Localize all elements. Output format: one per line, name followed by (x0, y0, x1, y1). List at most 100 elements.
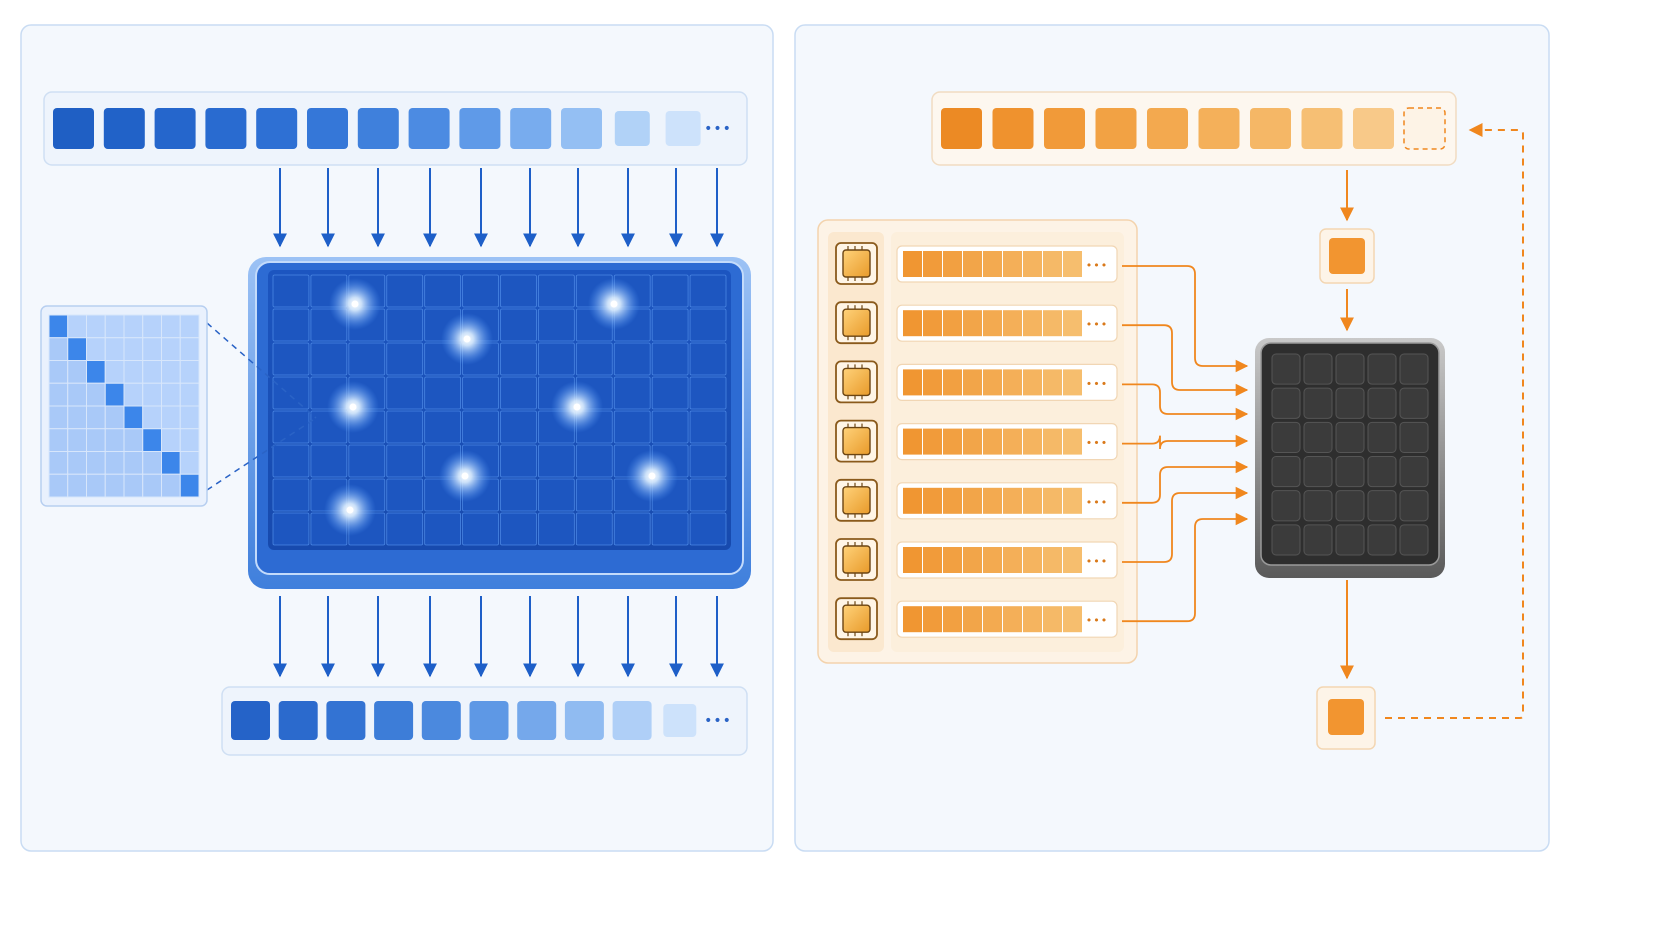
pending-token (1403, 107, 1446, 150)
attention-cell (689, 274, 727, 308)
attention-cell (386, 376, 424, 410)
mask-cell (104, 451, 125, 475)
worker-cell (903, 487, 922, 514)
worker-cell (1043, 251, 1062, 277)
worker-cell (1063, 606, 1082, 633)
worker-cell (1023, 428, 1042, 455)
sequence-token (1250, 108, 1291, 149)
mask-cell (142, 360, 162, 384)
processor-cell (1335, 353, 1365, 385)
worker-cell (1003, 606, 1022, 633)
processor-cell (1399, 490, 1429, 522)
parallel-output-arrows (273, 596, 724, 678)
mask-cell (142, 428, 162, 452)
mask-cell (161, 382, 181, 407)
mask-cell (67, 428, 87, 452)
worker-cell (983, 547, 1002, 573)
processor-cell (1271, 421, 1301, 454)
mask-cell (161, 451, 181, 475)
attention-cell (272, 376, 310, 410)
processor-block (1255, 338, 1445, 578)
attention-cell (500, 512, 537, 546)
output-token (231, 701, 270, 740)
input-token (256, 108, 298, 149)
attention-cell (613, 342, 651, 376)
attention-cell (689, 308, 727, 342)
worker-cell (1003, 310, 1022, 337)
attention-cell (500, 308, 537, 342)
attention-cell (272, 512, 310, 546)
attention-cell (651, 274, 689, 308)
worker-cell (1023, 547, 1042, 573)
worker-cell (903, 606, 922, 633)
mask-cell (161, 360, 181, 384)
attention-cell (386, 308, 424, 342)
mask-cell (179, 382, 200, 407)
processor-cell (1367, 456, 1397, 488)
processor-cell (1271, 456, 1301, 488)
worker-cell (963, 547, 982, 573)
feedback-loop-arrow (1385, 123, 1524, 719)
attention-cell (538, 478, 575, 512)
mask-cell (142, 314, 162, 339)
attention-cell (386, 342, 424, 376)
mask-cell (123, 337, 144, 361)
attention-cell (689, 512, 727, 546)
attention-cell (651, 512, 689, 546)
chip-icon (842, 426, 871, 456)
processor-cell (1303, 353, 1333, 385)
mask-cell (104, 405, 125, 430)
mask-cell (161, 405, 181, 430)
worker-row: ••• (835, 360, 1118, 404)
worker-ellipsis: ••• (1086, 555, 1108, 568)
mask-cell (86, 428, 106, 452)
worker-row: ••• (835, 597, 1118, 641)
worker-row: ••• (835, 419, 1118, 463)
mask-cell (67, 382, 87, 407)
input-token (53, 108, 94, 149)
mask-cell (142, 382, 162, 407)
worker-row: ••• (835, 242, 1118, 285)
mask-cell (86, 405, 106, 430)
worker-stack: ••••••••••••••••••••• (817, 219, 1138, 664)
worker-ellipsis: ••• (1086, 318, 1108, 331)
worker-cell (1063, 428, 1082, 455)
worker-cell (983, 428, 1002, 455)
mask-cell (104, 428, 125, 452)
attention-cell (272, 444, 310, 478)
mask-cell (104, 473, 125, 498)
worker-connections (1122, 265, 1249, 623)
attention-cell (462, 376, 499, 410)
processor-cell (1271, 353, 1301, 385)
attention-cell (538, 308, 575, 342)
mask-cell (86, 337, 106, 361)
input-token (205, 108, 247, 149)
chip-icon (842, 308, 871, 337)
worker-cell (903, 310, 922, 337)
mask-cell (179, 337, 200, 361)
output-token (517, 701, 557, 740)
mask-cell (123, 314, 144, 339)
input-token (357, 108, 399, 149)
processor-cell (1399, 387, 1429, 419)
mask-cell (67, 451, 87, 475)
attention-glow-core (351, 300, 359, 308)
worker-cell (1043, 369, 1062, 396)
mask-cell (86, 473, 106, 498)
output-token (564, 701, 604, 740)
worker-cell (963, 251, 982, 277)
worker-cell (923, 547, 942, 573)
worker-cell (1003, 428, 1022, 455)
mask-cell (142, 405, 162, 430)
attention-cell (272, 308, 310, 342)
worker-ellipsis: ••• (1086, 614, 1108, 627)
sequence-token (1353, 108, 1394, 149)
attention-cell (500, 478, 537, 512)
sequential-token-strip (931, 91, 1457, 166)
processor-cell (1367, 353, 1397, 385)
attention-cell (689, 376, 727, 410)
worker-cell (1003, 547, 1022, 573)
chip-icon (842, 545, 871, 574)
mask-cell (86, 314, 106, 339)
